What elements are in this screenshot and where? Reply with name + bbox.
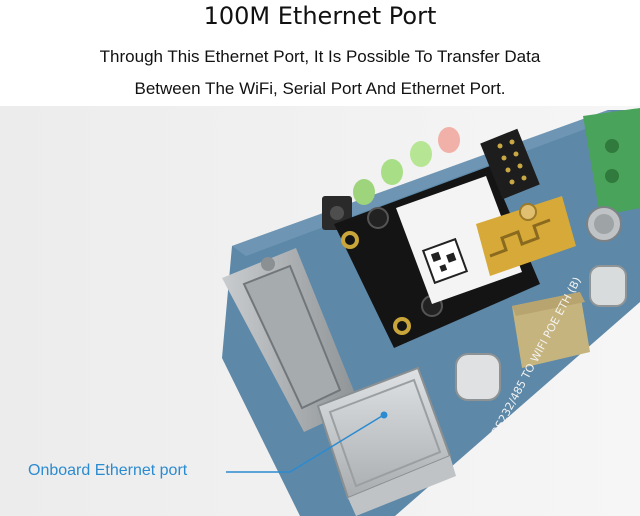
ethernet-jack xyxy=(316,366,456,516)
callout-line xyxy=(226,415,383,473)
capacitor xyxy=(589,265,627,307)
subtitle-line-2: Between The WiFi, Serial Port And Ethern… xyxy=(134,79,506,98)
led xyxy=(381,159,403,185)
board-illustration: RS232/485 TO WIFI POE ETH (B) xyxy=(0,106,640,516)
terminal-block xyxy=(583,108,640,216)
led xyxy=(410,141,432,167)
page-title: 100M Ethernet Port xyxy=(203,2,437,30)
capacitor xyxy=(455,353,501,401)
product-photo: RS232/485 TO WIFI POE ETH (B) xyxy=(0,106,640,516)
ethernet-port-callout-label: Onboard Ethernet port xyxy=(28,462,188,479)
led xyxy=(353,179,375,205)
antenna xyxy=(476,196,576,276)
led xyxy=(438,127,460,153)
subtitle-line-1: Through This Ethernet Port, It Is Possib… xyxy=(99,47,541,66)
pin-header xyxy=(480,128,540,200)
callout-dot xyxy=(380,411,388,419)
